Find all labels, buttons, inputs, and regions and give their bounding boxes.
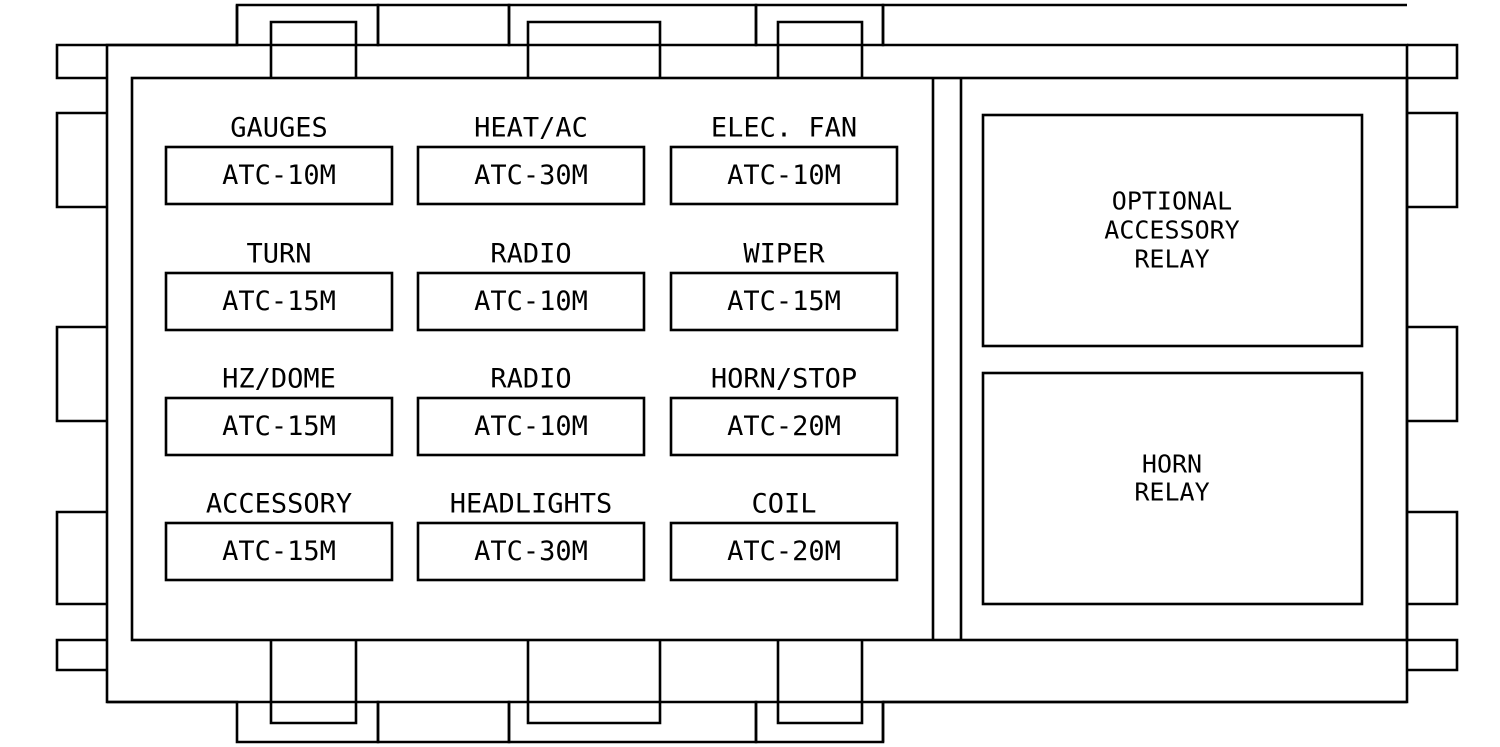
relay-label-line: HORN [1142,450,1202,479]
top-tab-middle [526,20,662,78]
fuse-rating: ATC-10M [474,286,588,317]
fuse-name: TURN [246,239,311,270]
fuse-rating: ATC-15M [727,286,841,317]
fuse-name: COIL [751,489,816,520]
fuse-rating: ATC-15M [222,286,336,317]
fuse-slot: HZ/DOME ATC-15M [164,364,394,457]
fuse-name: RADIO [490,239,571,270]
fuse-name: HEAT/AC [474,113,588,144]
relay-optional-accessory: OPTIONAL ACCESSORY RELAY [981,113,1364,348]
fuse-slot: HEADLIGHTS ATC-30M [416,489,646,582]
inner-panel [130,76,1409,642]
right-ear-middle [1407,325,1459,423]
fuse-slot: GAUGES ATC-10M [164,113,394,206]
fuse-box [416,271,646,332]
fuse-rating: ATC-20M [727,411,841,442]
relay-horn: HORN RELAY [981,371,1364,606]
fuse-slot: HORN/STOP ATC-20M [669,364,899,457]
fuse-box [669,145,899,206]
fuse-slot: HEAT/AC ATC-30M [416,113,646,206]
fuse-box [669,396,899,457]
right-ear-lower [1407,510,1459,606]
fuse-rating: ATC-10M [474,411,588,442]
left-ear-bottom [55,638,107,672]
left-ear-lower [55,510,107,606]
fuse-rating: ATC-15M [222,411,336,442]
left-ear-middle [55,325,107,423]
bottom-tab-middle [526,640,662,725]
fuse-rating: ATC-10M [727,160,841,191]
fuse-name: RADIO [490,364,571,395]
fuse-box [669,521,899,582]
fuse-name: HZ/DOME [222,364,336,395]
fuse-slot: ACCESSORY ATC-15M [164,489,394,582]
housing-outer-border [107,3,1407,47]
fuse-box [164,271,394,332]
relay-box [981,113,1364,348]
fuse-slot: COIL ATC-20M [669,489,899,582]
relay-label-line: RELAY [1134,478,1209,507]
fuse-grid: GAUGES ATC-10M HEAT/AC ATC-30M ELEC. FAN ATC-… [164,113,899,582]
left-ear-upper [55,111,107,209]
fuse-box [164,521,394,582]
bottom-tab-left [269,640,358,725]
fuse-rating: ATC-20M [727,536,841,567]
fuse-box [416,396,646,457]
fuse-box [164,396,394,457]
fuse-rating: ATC-15M [222,536,336,567]
top-tab-right [776,20,864,78]
fuse-name: ACCESSORY [206,489,352,520]
fuse-slot: TURN ATC-15M [164,239,394,332]
fuse-rating: ATC-30M [474,536,588,567]
relay-label-line: ACCESSORY [1104,216,1239,245]
fuse-box [164,145,394,206]
fuse-slot: WIPER ATC-15M [669,239,899,332]
relay-label-line: OPTIONAL [1112,187,1232,216]
relay-label-line: RELAY [1134,245,1209,274]
right-ear-upper [1407,111,1459,209]
fuse-name: HORN/STOP [711,364,857,395]
fuse-box [416,145,646,206]
bottom-tab-right [776,640,864,725]
fuse-slot: RADIO ATC-10M [416,239,646,332]
fuse-box [669,271,899,332]
fuse-rating: ATC-30M [474,160,588,191]
fuse-name: ELEC. FAN [711,113,857,144]
right-ear-top [1407,43,1459,80]
relay-box [981,371,1364,606]
housing-bottom-border [107,700,885,744]
top-tab-left [269,20,358,78]
left-ear-top [55,43,107,80]
fuse-name: WIPER [743,239,825,270]
fuse-rating: ATC-10M [222,160,336,191]
fuse-name: GAUGES [230,113,328,144]
fuse-box [416,521,646,582]
fuse-slot: ELEC. FAN ATC-10M [669,113,899,206]
fuse-name: HEADLIGHTS [450,489,613,520]
fuse-slot: RADIO ATC-10M [416,364,646,457]
right-ear-bottom [1407,638,1459,672]
